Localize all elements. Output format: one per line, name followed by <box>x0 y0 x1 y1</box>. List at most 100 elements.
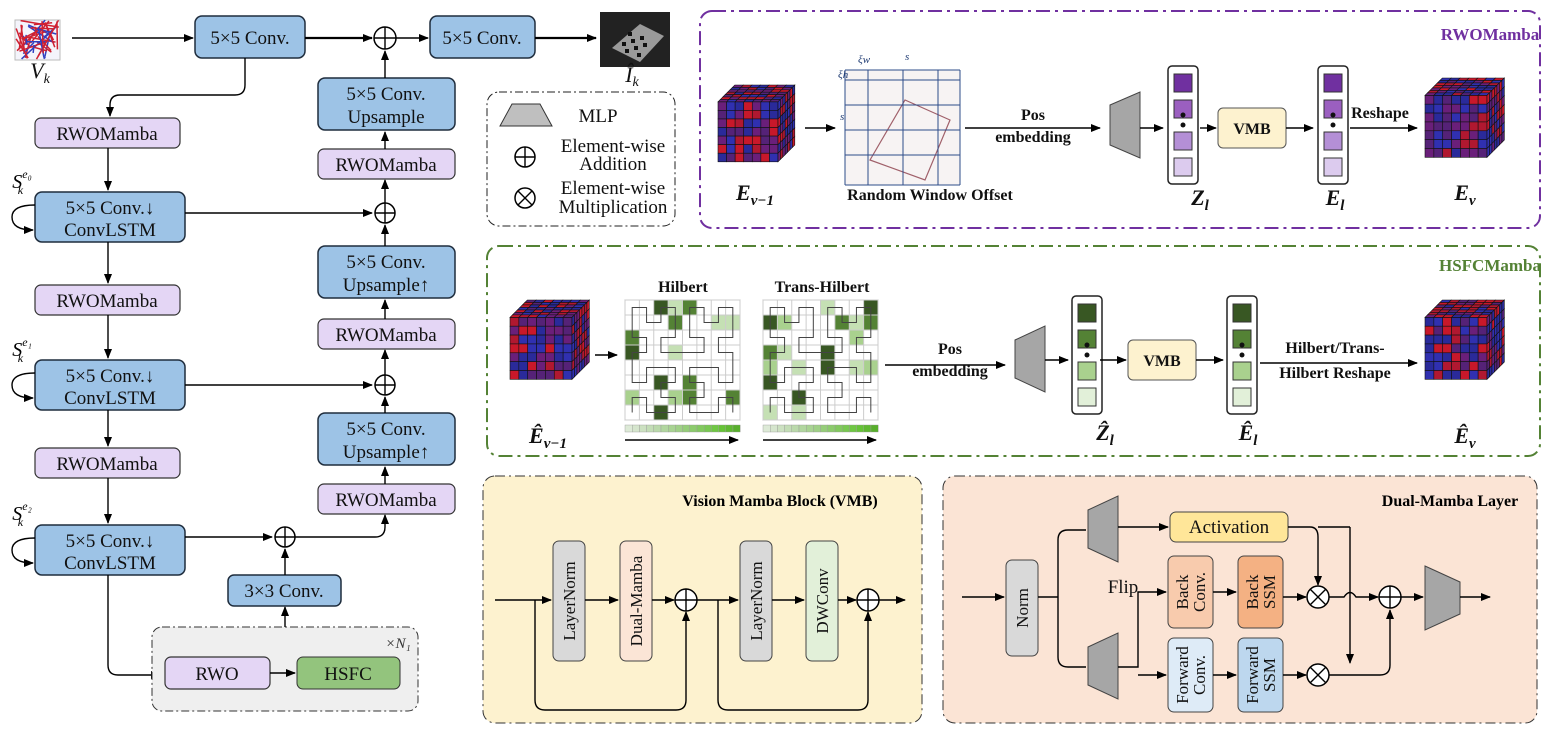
sequence-cell <box>632 424 640 433</box>
voxel-cell <box>1460 112 1470 123</box>
svg-text:Êv: Êv <box>1453 423 1476 452</box>
norm-block: Norm <box>1005 559 1039 657</box>
voxel-cell <box>1460 121 1470 132</box>
voxel-cell <box>1460 325 1470 336</box>
voxel-cell <box>536 361 546 371</box>
voxel-cell <box>527 361 537 371</box>
rwomamba-enc-1: RWOMamba <box>34 117 181 149</box>
sequence-cell <box>842 424 850 433</box>
token <box>1077 303 1097 323</box>
multiply-op-forward <box>1306 663 1330 687</box>
feature-cube-output <box>1424 77 1506 159</box>
svg-text:Forward: Forward <box>1173 646 1192 704</box>
event-trace <box>20 19 59 28</box>
sequence-cell <box>639 424 647 433</box>
voxel-cell <box>536 325 546 336</box>
svg-text:ConvLSTM: ConvLSTM <box>64 220 156 241</box>
voxel-cell <box>1501 130 1505 144</box>
voxel-cell <box>527 343 537 354</box>
event-trace <box>27 25 55 44</box>
svg-text:HSFC: HSFC <box>324 664 372 685</box>
sequence-cell <box>682 424 690 433</box>
voxel-cell <box>518 343 529 354</box>
svg-text:LayerNorm: LayerNorm <box>560 561 579 640</box>
voxel-cell <box>562 334 573 345</box>
svg-text:RWOMamba: RWOMamba <box>335 325 437 346</box>
upsample-1: 5×5 Conv.Upsample <box>317 77 456 131</box>
voxel-cell <box>1486 145 1490 159</box>
voxel-cell <box>553 361 564 371</box>
svg-text:RWOMamba: RWOMamba <box>1441 25 1540 44</box>
voxel-cell <box>780 147 784 161</box>
sequence-cell <box>624 424 633 433</box>
voxel-cell <box>518 352 529 362</box>
svg-text:Back: Back <box>1243 574 1262 609</box>
svg-text:3×3 Conv.: 3×3 Conv. <box>244 581 323 602</box>
token <box>1173 73 1193 93</box>
token <box>1232 329 1252 349</box>
event-trace <box>32 44 35 54</box>
sequence-cell <box>863 424 872 433</box>
voxel-cell <box>509 317 520 327</box>
voxel-cell <box>1424 352 1435 362</box>
voxel-cell <box>760 135 770 145</box>
svg-text:Norm: Norm <box>1013 588 1032 628</box>
token <box>1173 131 1193 151</box>
voxel-cell <box>1442 334 1452 345</box>
voxel-cell <box>1424 130 1435 140</box>
voxel-cell <box>1477 334 1488 345</box>
token <box>1323 157 1343 177</box>
voxel-cell <box>1477 325 1488 336</box>
token <box>1323 99 1343 119</box>
voxel-cell <box>1477 352 1488 362</box>
voxel-cell <box>1468 334 1479 345</box>
svg-text:RWOMamba: RWOMamba <box>335 490 437 511</box>
voxel-cell <box>777 150 781 163</box>
conv3-box: 3×3 Conv. <box>227 574 342 607</box>
voxel-cell <box>1460 148 1470 158</box>
voxel-cell <box>1424 317 1435 327</box>
voxel-cell <box>1477 139 1488 149</box>
voxel-cell <box>717 101 727 111</box>
rwomamba-enc-2: RWOMamba <box>34 284 181 316</box>
svg-text:Ev: Ev <box>1453 180 1476 209</box>
voxel-cell <box>527 325 537 336</box>
voxel-cell <box>1460 139 1470 149</box>
voxel-cell <box>1433 352 1444 362</box>
mlp-icon <box>499 103 553 127</box>
voxel-cell <box>1442 325 1452 336</box>
voxel-cell <box>1442 95 1452 105</box>
token <box>1232 387 1252 407</box>
voxel-cell <box>1494 137 1498 151</box>
event-trace <box>37 19 60 57</box>
dual-mamba-block: Dual-Mamba <box>619 540 653 662</box>
sequence-cell <box>820 424 828 433</box>
svg-text:RWOMamba: RWOMamba <box>56 124 158 145</box>
voxel-cell <box>717 144 727 154</box>
voxel-cell <box>769 152 779 163</box>
add-op <box>1378 585 1402 609</box>
add-op <box>674 588 698 612</box>
token <box>1323 73 1343 93</box>
convlstm-1: 5×5 Conv.↓ConvLSTM <box>34 191 186 243</box>
dwconv-block: DWConv <box>805 540 839 662</box>
voxel-cell <box>1468 121 1479 132</box>
voxel-cell <box>734 152 745 163</box>
voxel-cell <box>1433 334 1444 345</box>
voxel-cell <box>562 370 573 380</box>
voxel-cell <box>760 144 770 154</box>
svg-text:embedding: embedding <box>912 363 988 380</box>
voxel-cell <box>1424 325 1435 336</box>
voxel-cell <box>545 343 555 354</box>
voxel-cell <box>553 325 564 336</box>
voxel-cell <box>717 110 727 120</box>
voxel-cell <box>1442 121 1452 132</box>
feature-cube-input <box>717 84 796 163</box>
feature-cube-output <box>1424 299 1506 381</box>
svg-text:Conv.: Conv. <box>1190 655 1209 695</box>
voxel-cell <box>1424 121 1435 132</box>
voxel-cell <box>1442 103 1452 114</box>
svg-text:Ẑl: Ẑl <box>1095 420 1114 449</box>
